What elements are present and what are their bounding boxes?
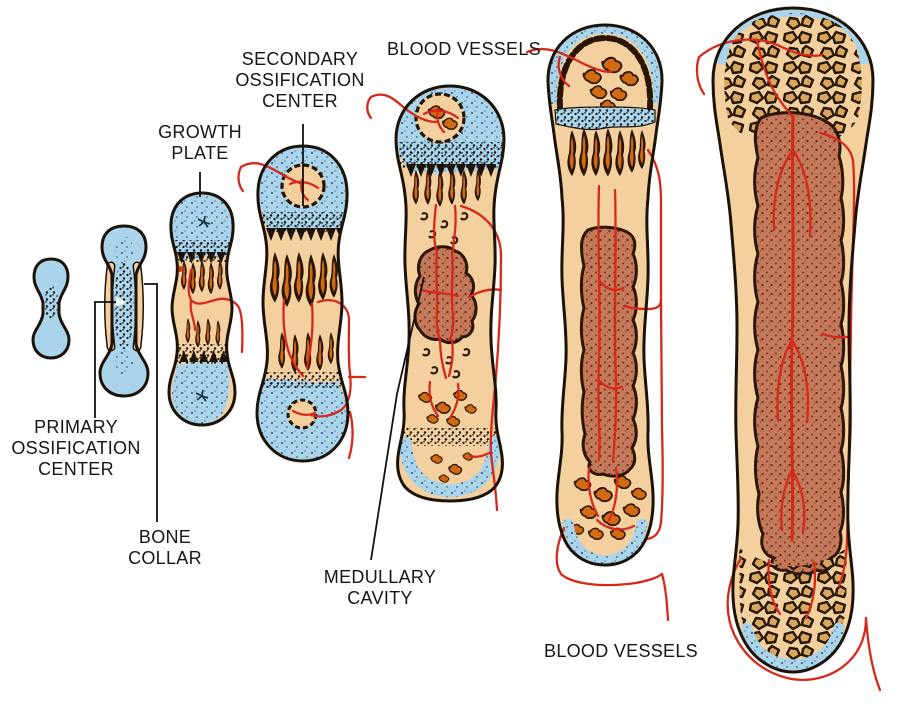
stage-5-medullary-cavity (366, 84, 506, 512)
leader-lines (94, 124, 425, 561)
blood-vessel-stage-4 (237, 162, 367, 460)
label-growth-plate: GROWTH PLATE (158, 122, 242, 163)
blood-vessel-stage-7 (695, 38, 882, 692)
label-blood-vessels-top: BLOOD VESSELS (387, 39, 541, 59)
stage-1-cartilage-model (31, 257, 71, 360)
leader-primary-ossification-center (94, 301, 118, 418)
stage-6-growing-bone (525, 23, 670, 622)
stage-2-bone-collar (98, 224, 150, 398)
blood-vessel-stage-6 (525, 47, 670, 622)
stage-7-adult-bone (695, 6, 882, 692)
stage-4-secondary-ossification (237, 144, 367, 463)
blood-vessel-stage-5 (366, 93, 503, 512)
label-medullary-cavity: MEDULLARY CAVITY (323, 567, 437, 608)
label-secondary-ossification-center: SECONDARY OSSIFICATION CENTER (235, 49, 365, 111)
blood-vessel-stage-3 (187, 268, 244, 354)
label-bone-collar: BONE COLLAR (128, 527, 202, 568)
leader-medullary-cavity (370, 276, 425, 561)
stage-3-primary-ossification (167, 191, 244, 427)
label-blood-vessels-bottom: BLOOD VESSELS (544, 641, 698, 661)
leader-bone-collar (144, 283, 158, 522)
leader-arrowhead (116, 297, 126, 307)
label-primary-ossification-center: PRIMARY OSSIFICATION CENTER (11, 417, 141, 479)
